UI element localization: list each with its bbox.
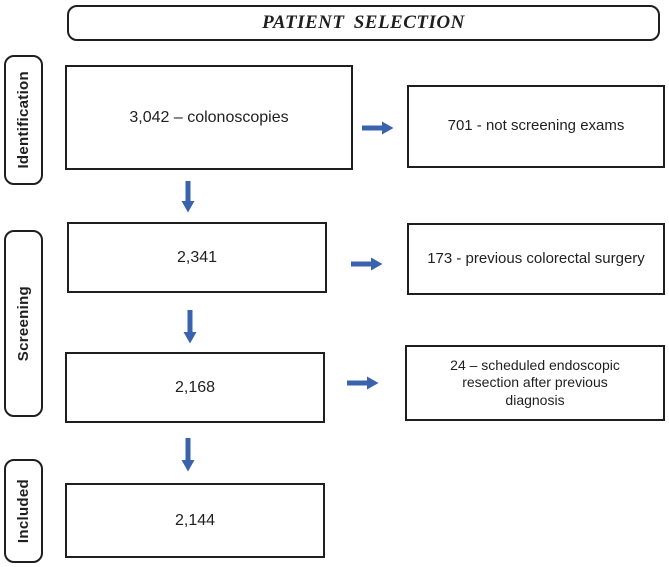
stage-label-screening: Screening xyxy=(4,230,43,417)
arrow-down-screening-step xyxy=(183,310,197,344)
arrow-down-2-shape xyxy=(183,310,197,344)
flow-box-eligible-count-text: 2,168 xyxy=(174,378,216,396)
arrow-down-3-shape xyxy=(181,438,195,472)
stage-label-identification-text: Identification xyxy=(15,71,32,169)
arrow-right-2-shape xyxy=(351,257,383,271)
exclusion-box-not-screening-text: 701 - not screening exams xyxy=(447,117,625,135)
stage-label-included: Included xyxy=(4,459,43,563)
exclusion-line-2: resection after previous xyxy=(462,374,608,391)
flow-box-screened-count: 2,341 xyxy=(67,222,327,293)
arrow-down-1-shape xyxy=(181,181,195,213)
arrow-down-screening-to-included xyxy=(181,438,195,472)
stage-label-screening-text: Screening xyxy=(15,285,32,362)
arrow-right-3-shape xyxy=(347,376,379,390)
exclusion-line-3: diagnosis xyxy=(505,391,565,408)
arrow-right-1-shape xyxy=(362,121,394,135)
exclusion-box-not-screening: 701 - not screening exams xyxy=(407,85,665,168)
flow-box-screened-count-text: 2,341 xyxy=(176,248,218,266)
flow-box-included-count: 2,144 xyxy=(65,483,325,558)
exclusion-box-prior-surgery: 173 - previous colorectal surgery xyxy=(407,223,665,295)
stage-label-included-text: Included xyxy=(15,478,32,544)
flowchart-title-label: PATIENT SELECTION xyxy=(262,12,465,33)
arrow-right-to-exclusion-2 xyxy=(351,257,383,271)
flow-box-included-count-text: 2,144 xyxy=(174,511,216,529)
exclusion-box-scheduled-resection: 24 – scheduled endoscopic resection afte… xyxy=(405,345,665,421)
exclusion-box-scheduled-resection-text: 24 – scheduled endoscopic resection afte… xyxy=(450,357,620,410)
arrow-right-to-exclusion-1 xyxy=(362,121,394,135)
exclusion-line-1: 24 – scheduled endoscopic xyxy=(450,356,620,373)
exclusion-box-prior-surgery-text: 173 - previous colorectal surgery xyxy=(427,249,645,267)
flow-box-colonoscopies-text: 3,042 – colonoscopies xyxy=(129,108,289,126)
arrow-right-to-exclusion-3 xyxy=(347,376,379,390)
flow-box-eligible-count: 2,168 xyxy=(65,352,325,423)
flow-box-colonoscopies: 3,042 – colonoscopies xyxy=(65,65,353,170)
stage-label-identification: Identification xyxy=(4,55,43,185)
flowchart-title: PATIENT SELECTION xyxy=(67,5,660,41)
arrow-down-identification-to-screening xyxy=(181,181,195,213)
